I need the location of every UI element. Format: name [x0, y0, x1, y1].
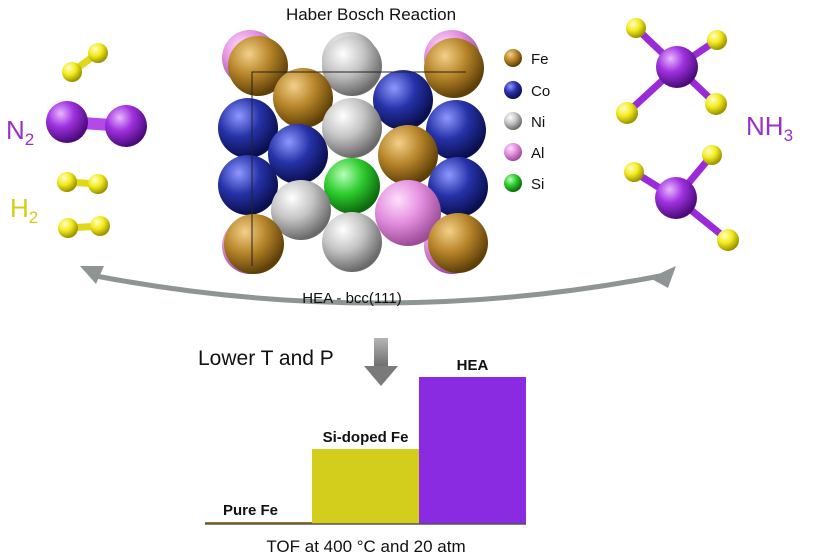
nh3-molecule-top: [616, 18, 727, 124]
nh3-label: NH3: [746, 111, 793, 145]
nh3-label-sub: 3: [784, 126, 793, 145]
n2-label-sub: 2: [25, 130, 34, 149]
n2-label: N2: [6, 115, 34, 149]
reaction-arrow: [80, 266, 676, 306]
h2-label-sub: 2: [29, 208, 38, 227]
bar-label-hea: HEA: [457, 357, 489, 374]
nh3-label-base: NH: [746, 111, 784, 141]
legend-item-fe: Fe: [504, 49, 549, 68]
legend-label-si: Si: [531, 176, 544, 193]
surface-label: HEA - bcc(111): [302, 290, 401, 307]
h2-label-base: H: [10, 193, 29, 223]
h2-label: H2: [10, 193, 38, 227]
legend-label-al: Al: [531, 145, 544, 162]
bar-hea: [419, 377, 526, 524]
legend-label-co: Co: [531, 83, 550, 100]
bar-pure-fe: [205, 522, 312, 524]
bar-label-si-doped-fe: Si-doped Fe: [323, 429, 409, 446]
h2-molecule-middle: [57, 172, 108, 194]
h2-molecule-top: [62, 43, 108, 82]
legend-item-co: Co: [504, 81, 550, 100]
legend-item-al: Al: [504, 143, 544, 162]
bar-label-pure-fe: Pure Fe: [223, 502, 278, 519]
hea-surface-model: [218, 30, 488, 274]
legend-item-ni: Ni: [504, 112, 545, 131]
n2-molecule: [46, 101, 147, 147]
h2-molecule-bottom: [58, 216, 110, 238]
legend-label-fe: Fe: [531, 51, 549, 68]
x-axis-label: TOF at 400 °C and 20 atm: [266, 537, 465, 556]
figure-title: Haber Bosch Reaction: [286, 5, 456, 24]
legend-item-si: Si: [504, 174, 544, 193]
n2-label-base: N: [6, 115, 25, 145]
condition-label: Lower T and P: [198, 347, 334, 370]
bar-si-doped-fe: [312, 449, 419, 524]
tof-bar-chart: Pure Fe Si-doped Fe HEA TOF at 400 °C and …: [205, 357, 526, 556]
element-legend: Fe Co Ni Al Si: [504, 49, 550, 193]
bar-group: Pure Fe Si-doped Fe HEA: [205, 357, 526, 524]
down-arrow: [364, 338, 398, 386]
legend-label-ni: Ni: [531, 114, 545, 131]
nh3-molecule-bottom: [624, 145, 739, 251]
